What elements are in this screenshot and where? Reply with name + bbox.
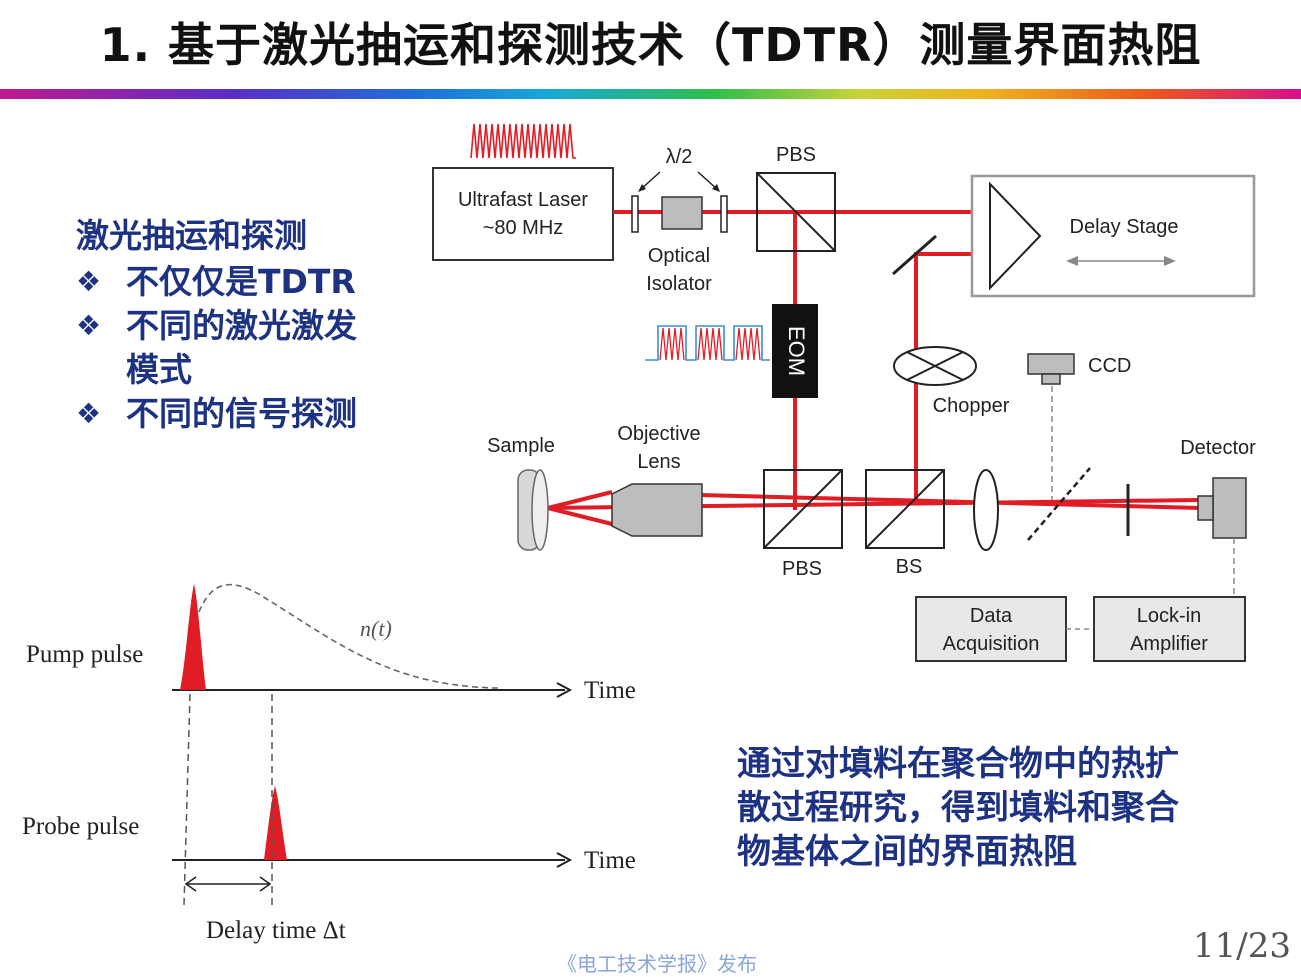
data-acquisition-box [915, 596, 1067, 662]
conclusion-line: 通过对填料在聚合物中的热扩 [737, 744, 1179, 784]
detector-label: Detector [1180, 437, 1256, 459]
decay-label: n(t) [360, 616, 392, 641]
pump-pulse [180, 584, 206, 690]
probe-pulse-label: Probe pulse [22, 813, 139, 840]
bullet-item-continuation: 模式 [76, 348, 357, 392]
pbs-top [756, 172, 836, 252]
half-wave-plate-left [631, 195, 639, 233]
eom-box [772, 304, 818, 398]
lockin-label: Lock-in [1137, 605, 1201, 627]
delay-time-label: Delay time Δt [206, 917, 346, 944]
delay-double-arrow-icon [184, 876, 272, 892]
half-wave-label: λ/2 [666, 146, 693, 168]
decay-curve [198, 583, 501, 689]
conclusion-line: 散过程研究，得到填料和聚合 [737, 788, 1179, 828]
bullet-heading: 激光抽运和探测 [76, 216, 307, 255]
bullet-item: ❖ 不同的激光激发 [76, 304, 357, 348]
timing-diagram: Pump pulse Time n(t) Probe pulse Time De… [22, 583, 636, 944]
time-axis-label: Time [584, 847, 636, 874]
bullet-text: 不同的激光激发 [126, 306, 357, 345]
mirror [892, 234, 937, 276]
bullet-text: 模式 [126, 350, 192, 389]
pbs-bottom-label: PBS [782, 558, 822, 580]
slide-title: 1. 基于激光抽运和探测技术（TDTR）测量界面热阻 [99, 18, 1202, 72]
lock-in-amplifier-box [1093, 596, 1246, 662]
laser-label: Ultrafast Laser [458, 189, 588, 211]
detector-icon [1197, 477, 1247, 539]
retroreflector [989, 181, 1042, 291]
time-axis-label: Time [584, 677, 636, 704]
focusing-lens [973, 469, 999, 551]
delay-stage-label: Delay Stage [1070, 216, 1179, 238]
diamond-bullet-icon: ❖ [76, 397, 102, 430]
conclusion-line: 物基体之间的界面热阻 [737, 832, 1077, 872]
page-number: 11/23 [1193, 926, 1291, 966]
conclusion-text: 通过对填料在聚合物中的热扩 散过程研究，得到填料和聚合 物基体之间的界面热阻 [737, 742, 1237, 874]
ccd-camera-icon [1027, 353, 1075, 385]
optical-isolator [661, 196, 703, 230]
chopper-label: Chopper [933, 395, 1010, 417]
bullet-item: ❖ 不同的信号探测 [76, 392, 357, 436]
chopper-icon [893, 346, 977, 386]
bullet-item: ❖ 不仅仅是TDTR [76, 260, 357, 304]
sample-label: Sample [487, 435, 555, 457]
pump-pulse-label: Pump pulse [26, 641, 143, 668]
footer-source: 《电工技术学报》发布 [557, 952, 757, 976]
double-arrow-icon [1066, 256, 1176, 266]
objective-label: Lens [637, 451, 680, 473]
modulated-pulse-icon [645, 325, 770, 361]
bs-label: BS [896, 556, 923, 578]
delay-stage-box [970, 174, 1256, 298]
isolator-label: Optical [648, 245, 710, 267]
bullet-list: 激光抽运和探测 ❖ 不仅仅是TDTR ❖ 不同的激光激发 模式 ❖ 不同的信号探… [76, 214, 357, 436]
probe-pulse [264, 786, 287, 860]
rainbow-divider [0, 89, 1301, 99]
diamond-bullet-icon: ❖ [76, 309, 102, 342]
beam-splitter [865, 469, 945, 549]
half-wave-plate-right [720, 195, 728, 233]
sample-disk [517, 469, 549, 551]
bullet-text: 不仅仅是TDTR [126, 262, 356, 301]
diamond-bullet-icon: ❖ [76, 265, 102, 298]
pbs-bottom [763, 469, 843, 549]
ccd-label: CCD [1088, 355, 1131, 377]
laser-frequency: ~80 MHz [483, 217, 564, 239]
objective-lens [611, 483, 703, 537]
objective-label: Objective [617, 423, 700, 445]
isolator-label: Isolator [646, 273, 712, 295]
bullet-text: 不同的信号探测 [126, 394, 357, 433]
ultrafast-laser-box [432, 167, 614, 261]
pbs-top-label: PBS [776, 144, 816, 166]
daq-label: Acquisition [943, 633, 1040, 655]
lockin-label: Amplifier [1130, 633, 1208, 655]
daq-label: Data [970, 605, 1013, 627]
eom-label: EOM [784, 326, 809, 376]
pulse-train-icon [470, 123, 576, 159]
